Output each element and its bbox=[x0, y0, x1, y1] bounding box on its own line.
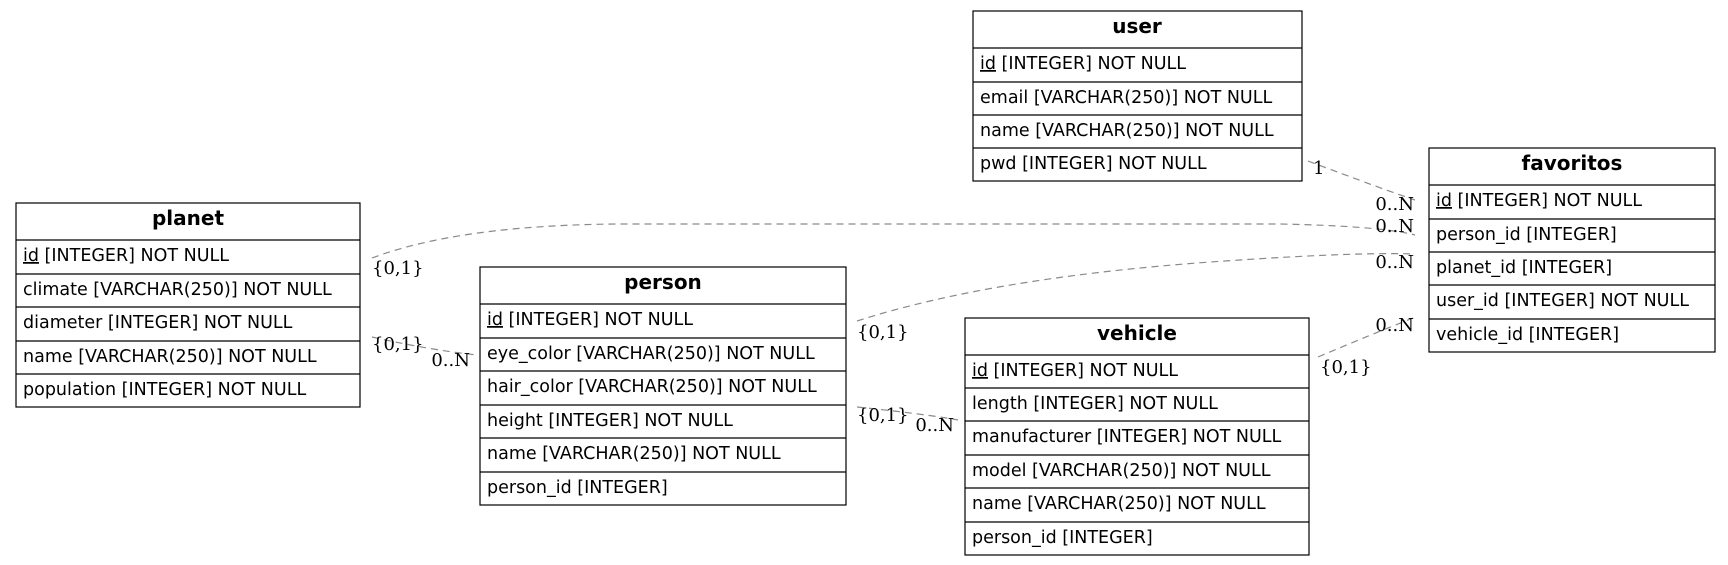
cardinality-label: 0..N bbox=[915, 415, 954, 436]
relation-line-planet-favoritos bbox=[371, 223, 1416, 259]
table-frame bbox=[479, 266, 847, 506]
table-title: vehicle bbox=[1097, 321, 1177, 345]
table-vehicle: vehicle id [INTEGER] NOT NULL length [IN… bbox=[964, 317, 1310, 556]
column-row: person_id [INTEGER] bbox=[972, 528, 1153, 548]
cardinality-label: 0..N bbox=[1375, 315, 1414, 336]
table-user: user id [INTEGER] NOT NULL email [VARCHA… bbox=[972, 10, 1303, 182]
primary-key: id bbox=[23, 246, 39, 266]
column-row: person_id [INTEGER] bbox=[1436, 225, 1617, 245]
column-row: diameter [INTEGER] NOT NULL bbox=[23, 313, 293, 333]
column-row: hair_color [VARCHAR(250)] NOT NULL bbox=[487, 377, 817, 397]
primary-key: id bbox=[1436, 191, 1452, 211]
column-row: height [INTEGER] NOT NULL bbox=[487, 411, 733, 431]
column-definition: [INTEGER] NOT NULL bbox=[988, 361, 1178, 381]
cardinality-label: {0,1} bbox=[1320, 357, 1372, 378]
column-definition: [INTEGER] NOT NULL bbox=[503, 310, 693, 330]
cardinality-label: {0,1} bbox=[857, 322, 909, 343]
table-title: user bbox=[1112, 14, 1162, 38]
cardinality-label: 1 bbox=[1313, 158, 1324, 179]
column-row: id [INTEGER] NOT NULL bbox=[972, 361, 1178, 381]
column-definition: [INTEGER] NOT NULL bbox=[1452, 191, 1642, 211]
column-row: name [VARCHAR(250)] NOT NULL bbox=[487, 444, 781, 464]
table-planet: planet id [INTEGER] NOT NULL climate [VA… bbox=[15, 202, 361, 408]
column-row: name [VARCHAR(250)] NOT NULL bbox=[23, 347, 317, 367]
column-row: id [INTEGER] NOT NULL bbox=[487, 310, 693, 330]
table-title: person bbox=[624, 270, 702, 294]
column-row: eye_color [VARCHAR(250)] NOT NULL bbox=[487, 344, 815, 364]
table-title: favoritos bbox=[1522, 151, 1623, 175]
table-person: person id [INTEGER] NOT NULL eye_color [… bbox=[479, 266, 847, 506]
column-row: id [INTEGER] NOT NULL bbox=[23, 246, 229, 266]
cardinality-label: 0..N bbox=[1375, 216, 1414, 237]
cardinality-label: 0..N bbox=[1375, 194, 1414, 215]
column-row: climate [VARCHAR(250)] NOT NULL bbox=[23, 280, 332, 300]
cardinality-label: {0,1} bbox=[857, 405, 909, 426]
column-definition: [INTEGER] NOT NULL bbox=[996, 54, 1186, 74]
table-title: planet bbox=[152, 206, 224, 230]
column-row: population [INTEGER] NOT NULL bbox=[23, 380, 306, 400]
primary-key: id bbox=[972, 361, 988, 381]
relation-line-vehicle-favoritos bbox=[1317, 317, 1414, 358]
relation-line-person-favoritos bbox=[856, 253, 1416, 322]
table-frame bbox=[964, 317, 1310, 556]
primary-key: id bbox=[980, 54, 996, 74]
column-row: name [VARCHAR(250)] NOT NULL bbox=[980, 121, 1274, 141]
column-definition: [INTEGER] NOT NULL bbox=[39, 246, 229, 266]
cardinality-label: {0,1} bbox=[372, 258, 424, 279]
relation-line-user-favoritos bbox=[1307, 160, 1416, 201]
cardinality-label: 0..N bbox=[431, 350, 470, 371]
primary-key: id bbox=[487, 310, 503, 330]
column-row: manufacturer [INTEGER] NOT NULL bbox=[972, 427, 1282, 447]
table-frame bbox=[972, 10, 1303, 182]
column-row: name [VARCHAR(250)] NOT NULL bbox=[972, 494, 1266, 514]
relation-line-person-vehicle bbox=[856, 406, 959, 421]
column-row: person_id [INTEGER] bbox=[487, 478, 668, 498]
relation-line-planet-person bbox=[371, 336, 478, 356]
column-row: id [INTEGER] NOT NULL bbox=[1436, 191, 1642, 211]
column-row: model [VARCHAR(250)] NOT NULL bbox=[972, 461, 1271, 481]
table-frame bbox=[15, 202, 361, 408]
tables: planet id [INTEGER] NOT NULL climate [VA… bbox=[15, 10, 1716, 556]
column-row: email [VARCHAR(250)] NOT NULL bbox=[980, 88, 1272, 108]
column-row: vehicle_id [INTEGER] bbox=[1436, 325, 1619, 345]
column-row: id [INTEGER] NOT NULL bbox=[980, 54, 1186, 74]
cardinality-label: {0,1} bbox=[372, 334, 424, 355]
table-frame bbox=[1428, 147, 1716, 353]
cardinality-labels: 1 0..N {0,1} 0..N {0,1} 0..N {0,1} 0..N … bbox=[372, 158, 1414, 436]
column-row: pwd [INTEGER] NOT NULL bbox=[980, 154, 1207, 174]
column-row: planet_id [INTEGER] bbox=[1436, 258, 1612, 278]
column-row: user_id [INTEGER] NOT NULL bbox=[1436, 291, 1689, 311]
relationship-lines bbox=[371, 160, 1416, 421]
table-favoritos: favoritos id [INTEGER] NOT NULL person_i… bbox=[1428, 147, 1716, 353]
column-row: length [INTEGER] NOT NULL bbox=[972, 394, 1218, 414]
cardinality-label: 0..N bbox=[1375, 252, 1414, 273]
